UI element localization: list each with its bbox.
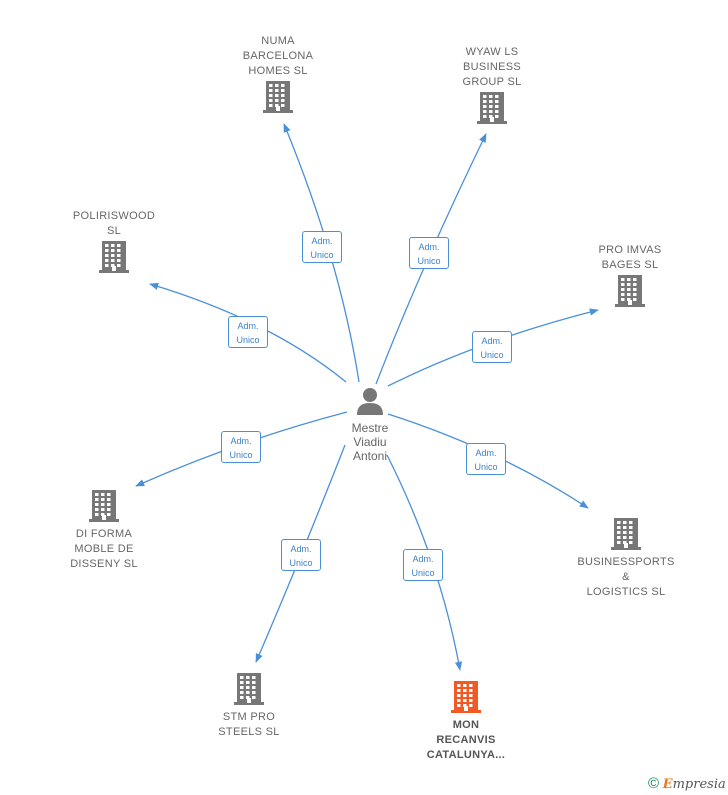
building-icon (610, 516, 642, 555)
company-node-wyaw[interactable]: WYAW LS BUSINESS GROUP SL (444, 45, 540, 129)
edge-role-badge[interactable]: Adm. Unico (228, 316, 268, 348)
company-label: STM PRO STEELS SL (218, 711, 280, 738)
company-node-numa[interactable]: NUMA BARCELONA HOMES SL (230, 34, 326, 118)
company-node-stmpro[interactable]: STM PRO STEELS SL (203, 671, 295, 740)
edge-role-badge[interactable]: Adm. Unico (221, 431, 261, 463)
role-label: Adm. (237, 321, 259, 331)
company-label: WYAW LS BUSINESS GROUP SL (462, 46, 522, 88)
edge-role-badge[interactable]: Adm. Unico (472, 331, 512, 363)
company-label: NUMA BARCELONA HOMES SL (242, 35, 314, 77)
role-label: Adm. (412, 554, 434, 564)
edge-role-badge[interactable]: Adm. Unico (403, 549, 443, 581)
role-label: Unico (480, 350, 504, 360)
company-label: MON RECANVIS CATALUNYA... (426, 719, 506, 761)
company-node-diforma[interactable]: DI FORMA MOBLE DE DISSENY SL (52, 488, 156, 572)
company-node-monrecanvis[interactable]: MON RECANVIS CATALUNYA... (412, 679, 520, 763)
role-label: Unico (236, 335, 260, 345)
building-icon (233, 671, 265, 710)
company-node-proimvas[interactable]: PRO IMVAS BAGES SL (582, 243, 678, 312)
building-icon (98, 239, 130, 278)
edge-role-badge[interactable]: Adm. Unico (281, 539, 321, 571)
role-label: Unico (310, 250, 334, 260)
company-label: POLIRISWOOD SL (72, 210, 156, 237)
role-label: Adm. (230, 436, 252, 446)
building-icon (450, 679, 482, 718)
brand-name: Empresia (662, 777, 726, 792)
role-label: Unico (474, 462, 498, 472)
copyright-symbol: © (648, 775, 660, 792)
role-label: Unico (411, 568, 435, 578)
edge-role-badge[interactable]: Adm. Unico (302, 231, 342, 263)
building-icon (88, 488, 120, 527)
role-label: Unico (229, 450, 253, 460)
edge-role-badge[interactable]: Adm. Unico (409, 237, 449, 269)
center-person-node[interactable]: Mestre Viadiu Antoni (328, 386, 412, 463)
company-node-poliriswood[interactable]: POLIRISWOOD SL (60, 209, 168, 278)
person-icon (357, 388, 383, 415)
company-label: BUSINESSPORTS & LOGISTICS SL (577, 556, 675, 598)
building-icon (262, 79, 294, 118)
edge-role-badge[interactable]: Adm. Unico (466, 443, 506, 475)
role-label: Adm. (481, 336, 503, 346)
empresia-logo[interactable]: © Empresia (648, 775, 726, 792)
building-icon (476, 90, 508, 129)
company-node-businessports[interactable]: BUSINESSPORTS & LOGISTICS SL (568, 516, 684, 600)
role-label: Unico (289, 558, 313, 568)
company-label: DI FORMA MOBLE DE DISSENY SL (70, 528, 138, 570)
company-label: PRO IMVAS BAGES SL (598, 244, 662, 271)
building-icon (614, 273, 646, 312)
role-label: Adm. (311, 236, 333, 246)
role-label: Adm. (290, 544, 312, 554)
center-person-label: Mestre Viadiu Antoni (351, 421, 389, 463)
role-label: Adm. (475, 448, 497, 458)
role-label: Unico (417, 256, 441, 266)
role-label: Adm. (418, 242, 440, 252)
